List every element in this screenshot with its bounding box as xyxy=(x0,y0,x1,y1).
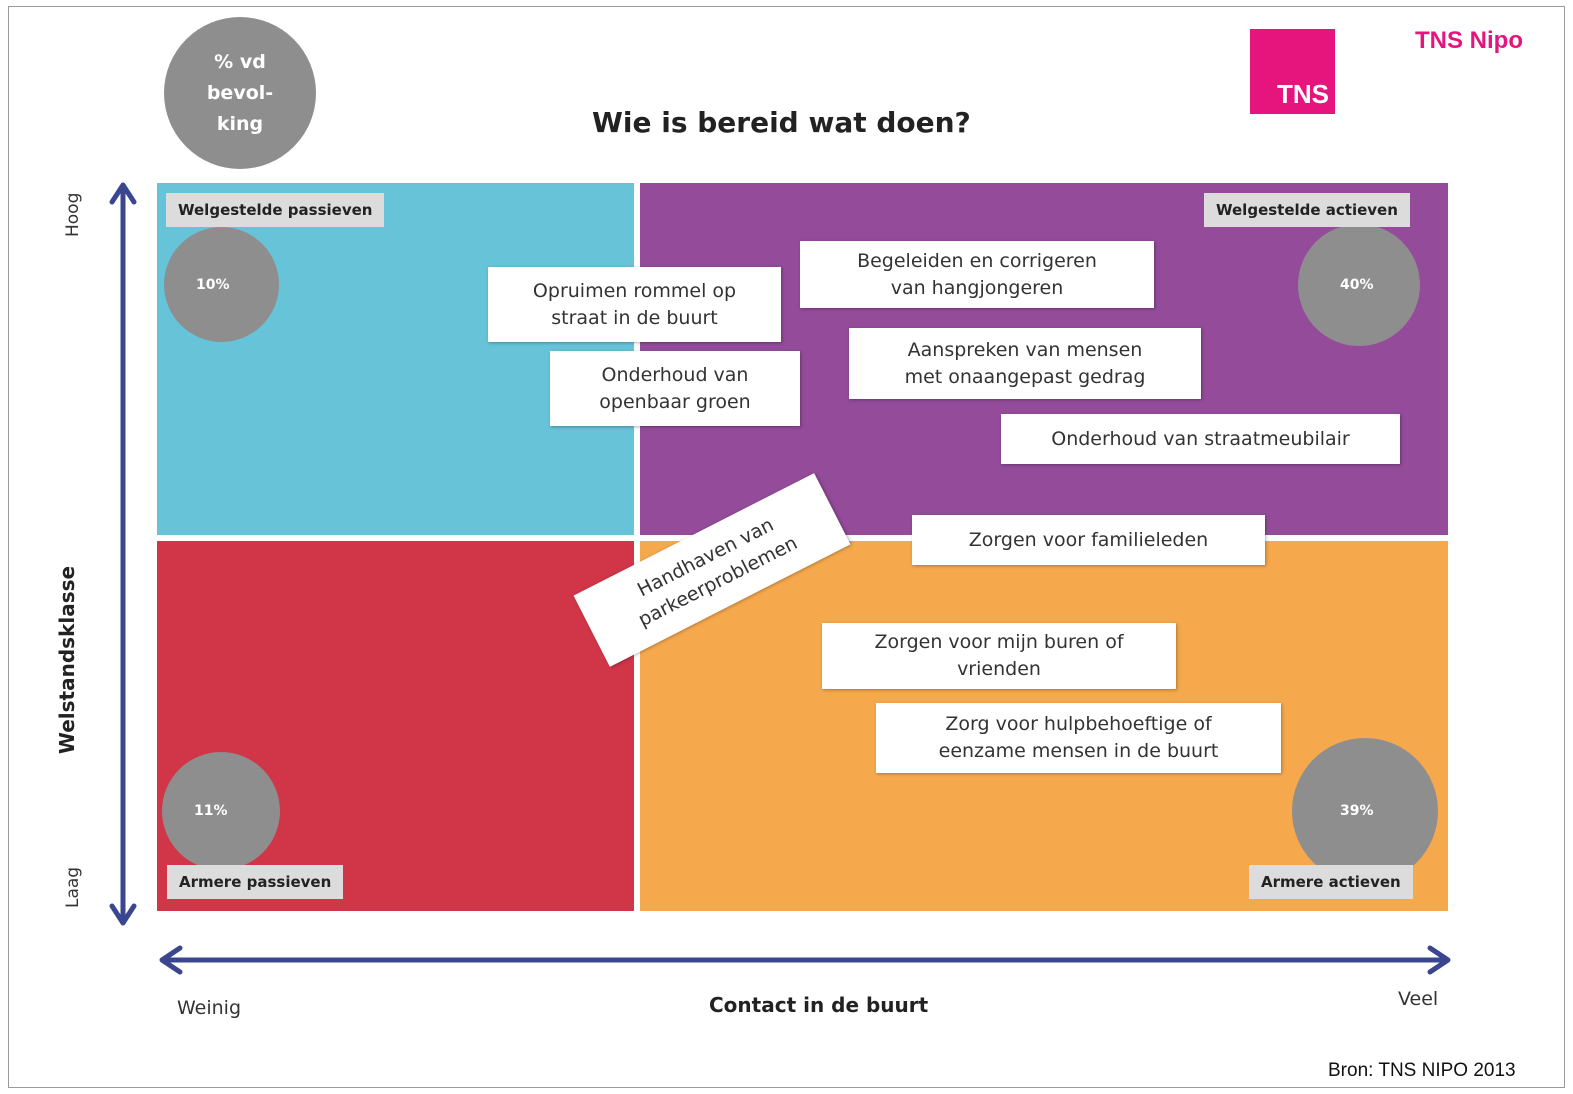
x-axis-low-label: Weinig xyxy=(177,997,242,1019)
share-value: 11% xyxy=(194,803,228,819)
legend-circle-label: % vd bevol- king xyxy=(206,50,274,135)
tns-logo-text: TNS xyxy=(1277,79,1329,109)
segment-label-welgestelde-actieven: Welgestelde actieven xyxy=(1204,193,1410,227)
share-circle-welgestelde-actieven: 40% xyxy=(1298,224,1420,346)
activity-aanspreken-mensen: Aanspreken van mensen met onaangepast ge… xyxy=(849,328,1201,399)
segment-label-armere-actieven: Armere actieven xyxy=(1249,865,1413,899)
y-axis-arrowhead-up xyxy=(109,182,137,205)
tns-logo: TNS xyxy=(1250,29,1335,114)
activity-zorgen-buren-vrienden: Zorgen voor mijn buren of vrienden xyxy=(822,623,1176,689)
activity-zorg-hulpbehoeftige: Zorg voor hulpbehoeftige of eenzame mens… xyxy=(876,703,1281,773)
source-note: Bron: TNS NIPO 2013 xyxy=(1328,1060,1516,1081)
x-axis-arrowhead-left xyxy=(159,945,183,975)
activity-onderhoud-straatmeubilair: Onderhoud van straatmeubilair xyxy=(1001,414,1400,464)
y-axis-high-label: Hoog xyxy=(63,192,83,237)
share-value: 10% xyxy=(196,276,230,293)
figure-frame xyxy=(8,6,1565,1088)
brand-name: TNS Nipo xyxy=(1415,27,1523,54)
activity-begeleiden-hangjongeren: Begeleiden en corrigeren van hangjongere… xyxy=(800,241,1154,308)
activity-onderhoud-groen: Onderhoud van openbaar groen xyxy=(550,351,800,426)
segment-label-welgestelde-passieven: Welgestelde passieven xyxy=(166,193,385,227)
segment-label-armere-passieven: Armere passieven xyxy=(167,865,344,899)
activity-zorgen-familieleden: Zorgen voor familieleden xyxy=(912,515,1265,565)
legend-circle: % vd bevol- king xyxy=(164,17,316,169)
share-circle-armere-actieven: 39% xyxy=(1292,738,1438,884)
share-circle-armere-passieven: 11% xyxy=(162,752,280,870)
y-axis-low-label: Laag xyxy=(63,866,83,908)
share-value: 40% xyxy=(1340,277,1374,293)
y-axis-arrowhead-down xyxy=(109,903,137,926)
share-circle-welgestelde-passieven: 10% xyxy=(164,227,279,342)
x-axis-title: Contact in de buurt xyxy=(709,993,929,1017)
share-value: 39% xyxy=(1340,803,1374,819)
activity-opruimen-rommel: Opruimen rommel op straat in de buurt xyxy=(488,267,781,342)
diagram-title: Wie is bereid wat doen? xyxy=(592,106,971,139)
x-axis-high-label: Veel xyxy=(1398,988,1439,1010)
y-axis-title: Welstandsklasse xyxy=(55,565,79,755)
x-axis-arrowhead-right xyxy=(1427,945,1451,975)
